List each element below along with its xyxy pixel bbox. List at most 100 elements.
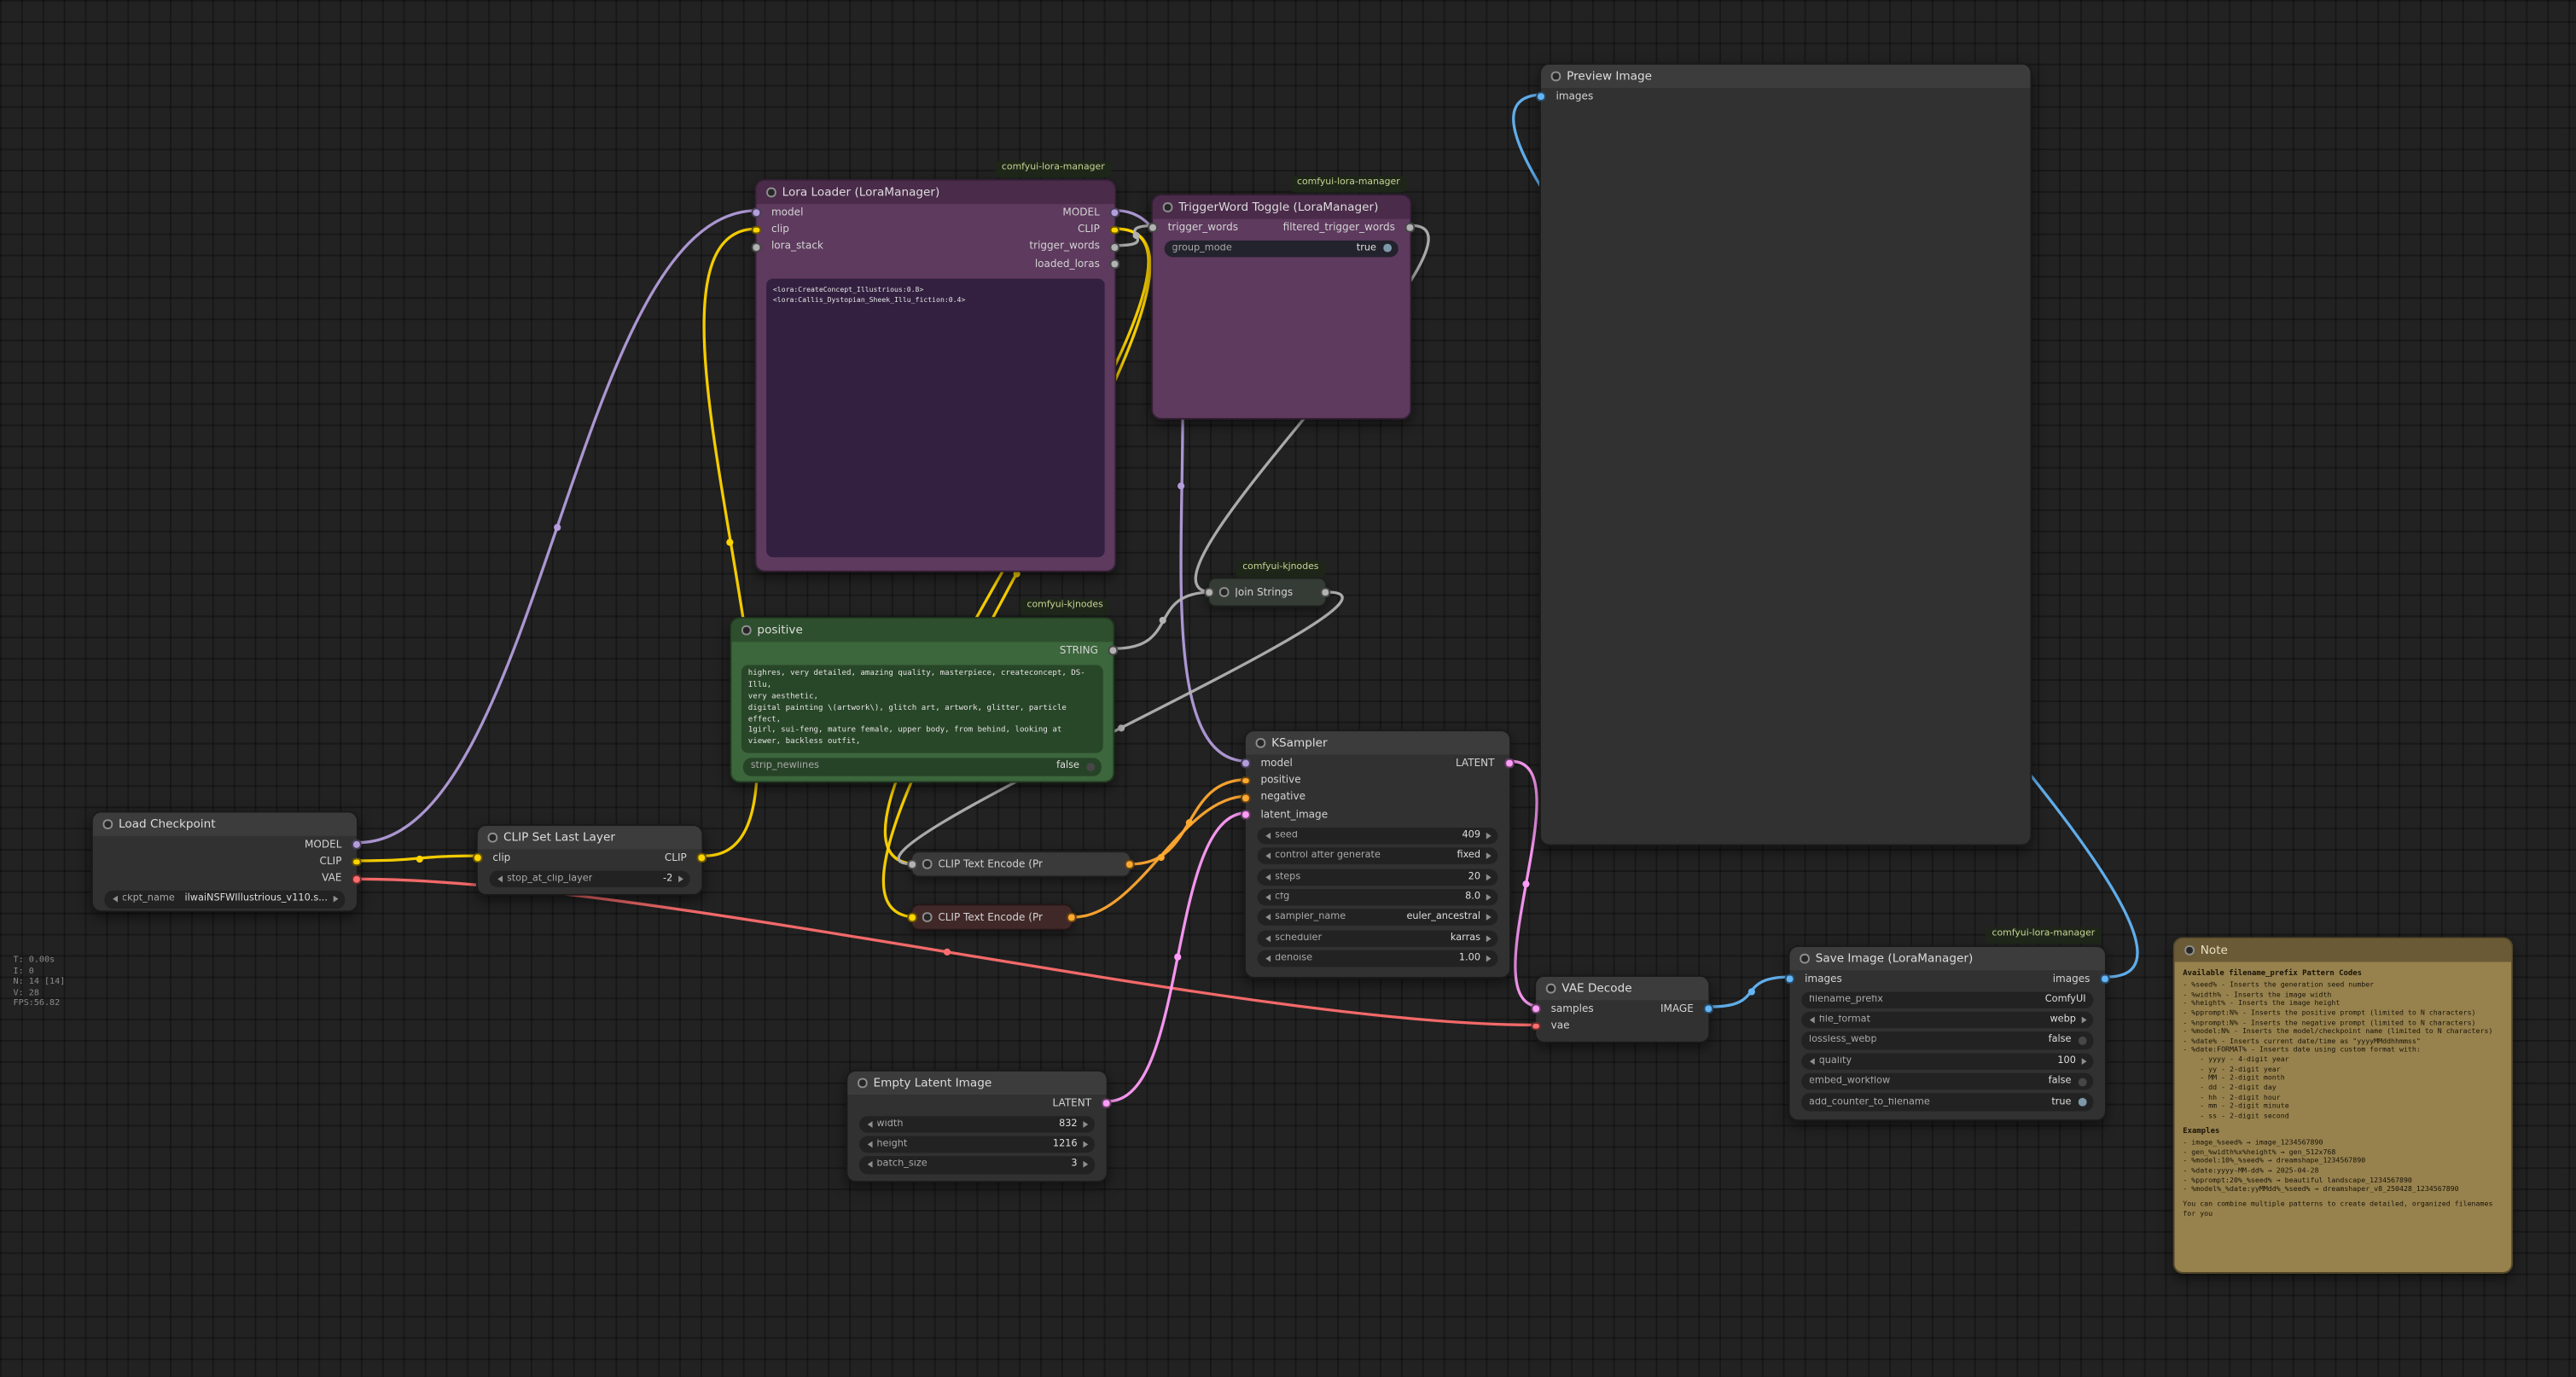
toggle-pip-icon[interactable] [2078, 1078, 2086, 1086]
toggle-pip-icon[interactable] [2078, 1098, 2086, 1107]
node-titlebar[interactable]: Note [2174, 938, 2512, 962]
combo-left-arrow-icon[interactable] [866, 1161, 872, 1169]
input-port-vae[interactable] [1531, 1021, 1541, 1031]
combo-left-arrow-icon[interactable] [1265, 893, 1271, 901]
combo-right-arrow-icon[interactable] [677, 874, 683, 882]
node-titlebar[interactable]: Save Image (LoraManager) [1789, 947, 2105, 971]
node-clip-set-last-layer[interactable]: CLIP Set Last Layer clip CLIP stop_at_cl… [473, 824, 707, 896]
combo-right-arrow-icon[interactable] [1082, 1141, 1088, 1148]
node-load-checkpoint[interactable]: Load Checkpoint MODEL CLIP VAE ckpt_name… [90, 811, 362, 913]
input-port-collapsed[interactable] [907, 859, 917, 869]
combo-right-arrow-icon[interactable] [1485, 852, 1491, 860]
note-textarea[interactable]: Available filename_prefix Pattern Codes … [2175, 962, 2512, 1270]
combo-left-arrow-icon[interactable] [866, 1141, 872, 1148]
combo-left-arrow-icon[interactable] [497, 874, 503, 882]
node-titlebar[interactable]: Load Checkpoint [92, 812, 357, 836]
combo-left-arrow-icon[interactable] [1265, 852, 1271, 860]
node-titlebar[interactable]: Empty Latent Image [847, 1071, 1107, 1095]
input-port-clip[interactable] [751, 224, 761, 235]
output-port-image[interactable] [1704, 1003, 1714, 1014]
collapse-dot-icon[interactable] [858, 1078, 867, 1088]
collapse-dot-icon[interactable] [1218, 587, 1229, 597]
output-port-latent[interactable] [1102, 1098, 1112, 1108]
output-port-latent[interactable] [1504, 758, 1515, 769]
collapse-dot-icon[interactable] [766, 188, 776, 197]
output-port-images[interactable] [2100, 973, 2110, 984]
output-port-clip[interactable] [1110, 224, 1120, 235]
output-port-loaded-loras[interactable] [1110, 259, 1120, 270]
output-port-model[interactable] [1110, 207, 1120, 218]
node-titlebar[interactable]: Preview Image [1540, 64, 2031, 89]
input-port-clip[interactable] [473, 852, 482, 863]
collapse-dot-icon[interactable] [922, 859, 932, 869]
node-lora-loader[interactable]: comfyui-lora-manager Lora Loader (LoraMa… [751, 160, 1120, 572]
output-port-conditioning[interactable] [1067, 912, 1077, 922]
input-port-model[interactable] [1241, 758, 1250, 769]
node-clip-text-encode-negative[interactable]: CLIP Text Encode (Pr [907, 903, 1077, 931]
output-port-filtered-trigger-words[interactable] [1405, 223, 1416, 233]
combo-right-arrow-icon[interactable] [2080, 1057, 2086, 1065]
widget-ckpt-name[interactable]: ckpt_name ilwaiNSFWIllustrious_v110.s... [104, 891, 346, 909]
collapse-dot-icon[interactable] [1255, 738, 1265, 748]
combo-right-arrow-icon[interactable] [1485, 955, 1491, 962]
lora-syntax-textarea[interactable]: <lora:CreateConcept_Illustrious:0.8> <lo… [766, 278, 1105, 558]
node-clip-text-encode-positive[interactable]: CLIP Text Encode (Pr [907, 851, 1135, 878]
combo-right-arrow-icon[interactable] [1485, 893, 1491, 901]
node-titlebar[interactable]: VAE Decode [1536, 977, 1709, 1001]
input-port-positive[interactable] [1241, 776, 1250, 786]
widget-group-mode[interactable]: group_mode true [1164, 240, 1398, 257]
collapse-dot-icon[interactable] [922, 912, 932, 922]
combo-right-arrow-icon[interactable] [332, 896, 338, 903]
output-port-string[interactable] [1108, 645, 1119, 655]
collapse-dot-icon[interactable] [741, 625, 751, 636]
output-port-clip[interactable] [697, 852, 707, 863]
combo-right-arrow-icon[interactable] [1082, 1120, 1088, 1128]
combo-right-arrow-icon[interactable] [2080, 1016, 2086, 1024]
output-port-trigger-words[interactable] [1110, 242, 1120, 253]
combo-left-arrow-icon[interactable] [1265, 873, 1271, 880]
output-port-conditioning[interactable] [1125, 859, 1135, 869]
collapse-dot-icon[interactable] [1800, 954, 1809, 963]
combo-left-arrow-icon[interactable] [1808, 1016, 1814, 1024]
node-vae-decode[interactable]: VAE Decode samples IMAGE vae [1531, 975, 1714, 1043]
output-port-clip[interactable] [352, 857, 362, 867]
node-ksampler[interactable]: KSampler model LATENT positive negative … [1241, 729, 1515, 979]
toggle-pip-icon[interactable] [1382, 244, 1392, 253]
node-titlebar[interactable]: Lora Loader (LoraManager) [756, 180, 1115, 205]
widget-strip-newlines[interactable]: strip_newlines false [742, 758, 1102, 776]
combo-right-arrow-icon[interactable] [1485, 873, 1491, 880]
node-positive-prompt[interactable]: comfyui-kjnodes positive STRING highres,… [730, 598, 1119, 783]
prompt-textarea[interactable]: highres, very detailed, amazing quality,… [741, 665, 1103, 753]
input-port-trigger-words[interactable] [1148, 223, 1158, 233]
input-port-samples[interactable] [1531, 1003, 1541, 1014]
node-join-strings[interactable]: comfyui-kjnodes Join Strings [1204, 561, 1331, 607]
input-port-negative[interactable] [1241, 793, 1250, 803]
input-port-images[interactable] [1536, 91, 1546, 102]
collapse-dot-icon[interactable] [1545, 984, 1555, 993]
collapse-dot-icon[interactable] [2184, 945, 2194, 956]
combo-right-arrow-icon[interactable] [1485, 832, 1491, 840]
toggle-pip-icon[interactable] [1085, 763, 1095, 771]
combo-left-arrow-icon[interactable] [1265, 934, 1271, 942]
combo-right-arrow-icon[interactable] [1082, 1161, 1088, 1169]
input-port-images[interactable] [1784, 973, 1794, 984]
collapse-dot-icon[interactable] [487, 833, 497, 843]
combo-left-arrow-icon[interactable] [1808, 1057, 1814, 1065]
widget-stop-at-clip-layer[interactable]: stop_at_clip_layer -2 [489, 869, 690, 887]
output-port-model[interactable] [352, 840, 362, 850]
collapse-dot-icon[interactable] [1162, 202, 1172, 212]
node-save-image[interactable]: comfyui-lora-manager Save Image (LoraMan… [1784, 927, 2110, 1122]
node-titlebar[interactable]: TriggerWord Toggle (LoraManager) [1153, 195, 1410, 219]
